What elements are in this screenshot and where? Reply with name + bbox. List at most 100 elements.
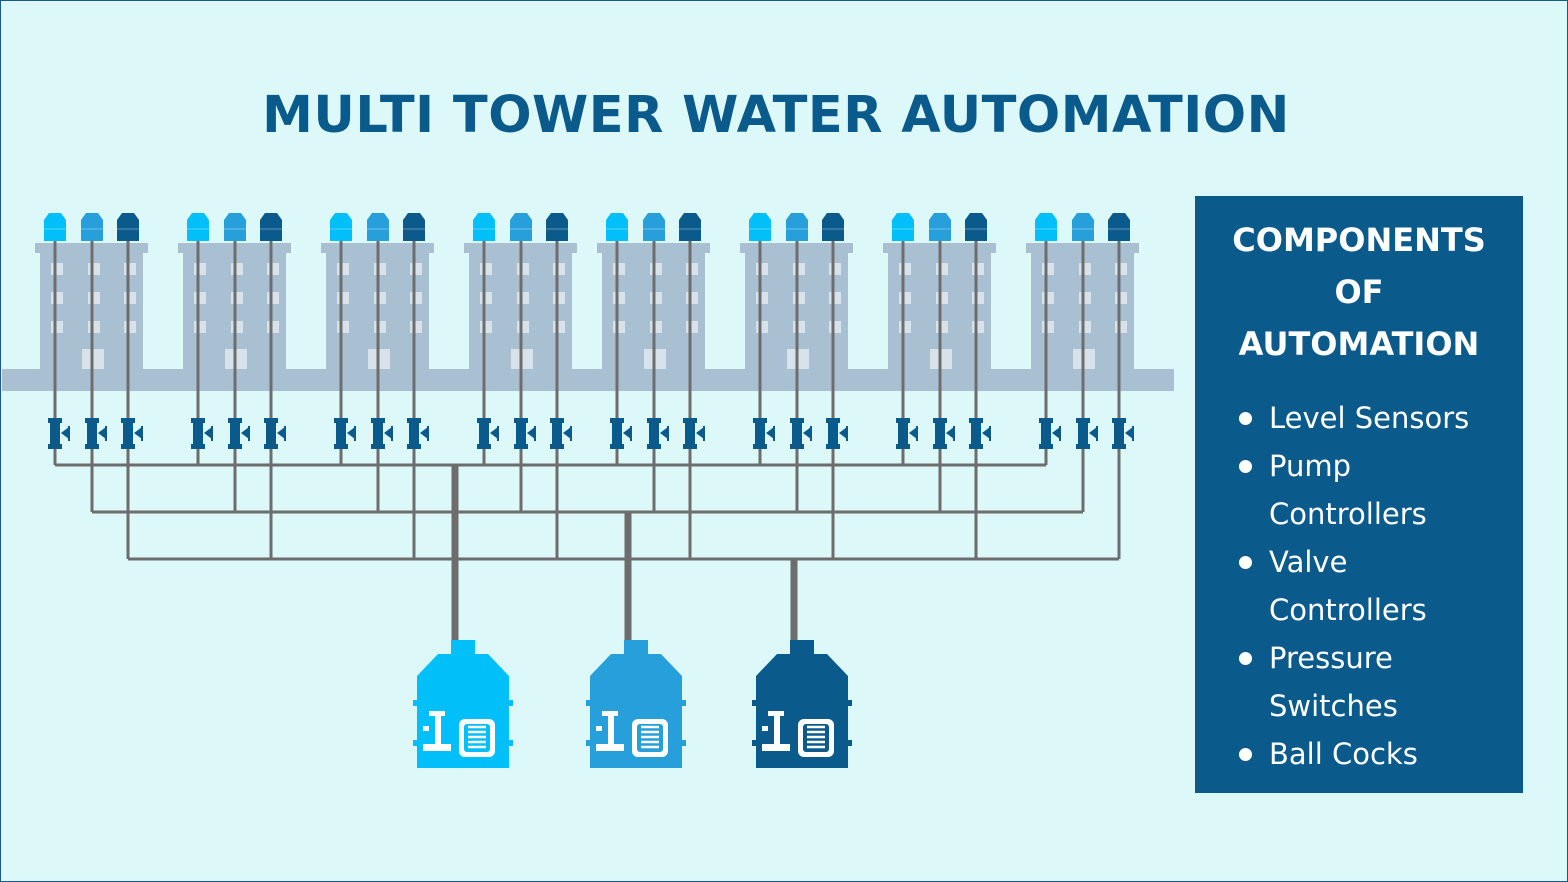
tank-body <box>892 213 914 241</box>
window <box>613 263 625 275</box>
window <box>936 292 948 304</box>
valve-icon <box>264 418 286 449</box>
valve-body <box>409 423 419 444</box>
tank-tab <box>413 700 417 706</box>
water-tank-icon <box>403 213 425 241</box>
valve-body <box>1114 423 1124 444</box>
water-tank-icon <box>606 213 628 241</box>
window <box>899 321 911 333</box>
valve-flange <box>98 427 106 439</box>
window <box>124 321 136 333</box>
window <box>972 263 984 275</box>
valve-icon <box>121 418 143 449</box>
window <box>650 292 662 304</box>
water-tank-icon <box>117 213 139 241</box>
valve-base <box>264 444 278 449</box>
pump-tank <box>586 640 686 768</box>
window <box>480 292 492 304</box>
valve-base <box>334 444 348 449</box>
valve-handle <box>407 418 421 423</box>
pump-top <box>768 711 784 716</box>
tank-body <box>749 213 771 241</box>
valve-body <box>649 423 659 444</box>
water-tank-icon <box>643 213 665 241</box>
window <box>124 263 136 275</box>
tank-tab <box>682 740 686 746</box>
window <box>1115 321 1127 333</box>
tank-body <box>1072 213 1094 241</box>
valve-flange <box>1125 427 1133 439</box>
window <box>337 263 349 275</box>
water-tank-icon <box>679 213 701 241</box>
water-tank-icon <box>510 213 532 241</box>
window <box>267 292 279 304</box>
components-panel-heading: COMPONENTS OF AUTOMATION <box>1195 214 1523 370</box>
pump-motor-icon <box>423 711 495 757</box>
pump-inlet <box>423 726 429 731</box>
pump-base <box>423 744 451 751</box>
window <box>337 292 349 304</box>
valve-icon <box>550 418 572 449</box>
valve-body <box>552 423 562 444</box>
window <box>51 292 63 304</box>
valve-handle <box>1076 418 1090 423</box>
valve-base <box>896 444 910 449</box>
valve-icon <box>228 418 250 449</box>
tank-tab <box>509 700 513 706</box>
ground-strip <box>2 369 1174 391</box>
window <box>231 321 243 333</box>
pump-tank <box>752 640 852 768</box>
valve-handle <box>790 418 804 423</box>
valve-flange <box>61 427 69 439</box>
window <box>793 292 805 304</box>
valve-icon <box>407 418 429 449</box>
window <box>231 292 243 304</box>
valve-base <box>969 444 983 449</box>
water-tank-icon <box>822 213 844 241</box>
pump-motor-icon <box>762 711 834 757</box>
valve-icon <box>514 418 536 449</box>
window <box>756 321 768 333</box>
tank-body <box>473 213 495 241</box>
tank-tab <box>848 740 852 746</box>
window <box>267 263 279 275</box>
valve-icon <box>753 418 775 449</box>
valve-flange <box>1089 427 1097 439</box>
valve-body <box>685 423 695 444</box>
valve-body <box>230 423 240 444</box>
valve-flange <box>241 427 249 439</box>
valve-flange <box>490 427 498 439</box>
pump-motor-icon <box>596 711 668 757</box>
window <box>1115 292 1127 304</box>
valve-icon <box>683 418 705 449</box>
window <box>1115 263 1127 275</box>
valve-flange <box>803 427 811 439</box>
window <box>88 263 100 275</box>
valve-base <box>647 444 661 449</box>
valve-handle <box>514 418 528 423</box>
window <box>1042 292 1054 304</box>
valve-base <box>1112 444 1126 449</box>
valves <box>48 418 1134 449</box>
tank-tab <box>848 700 852 706</box>
tank-body <box>510 213 532 241</box>
water-tank-icon <box>367 213 389 241</box>
window <box>829 292 841 304</box>
window <box>972 321 984 333</box>
valve-icon <box>477 418 499 449</box>
valve-body <box>123 423 133 444</box>
valve-handle <box>477 418 491 423</box>
components-list: Level Sensors Pump Controllers Valve Con… <box>1195 394 1523 778</box>
valve-flange <box>946 427 954 439</box>
valve-base <box>753 444 767 449</box>
valve-icon <box>191 418 213 449</box>
pump-top <box>602 711 618 716</box>
water-tank-icon <box>44 213 66 241</box>
tank-tab <box>586 740 590 746</box>
valve-handle <box>121 418 135 423</box>
tank-tab <box>586 700 590 706</box>
window <box>553 263 565 275</box>
window <box>194 263 206 275</box>
water-tank-icon <box>187 213 209 241</box>
tank-tab <box>752 740 756 746</box>
